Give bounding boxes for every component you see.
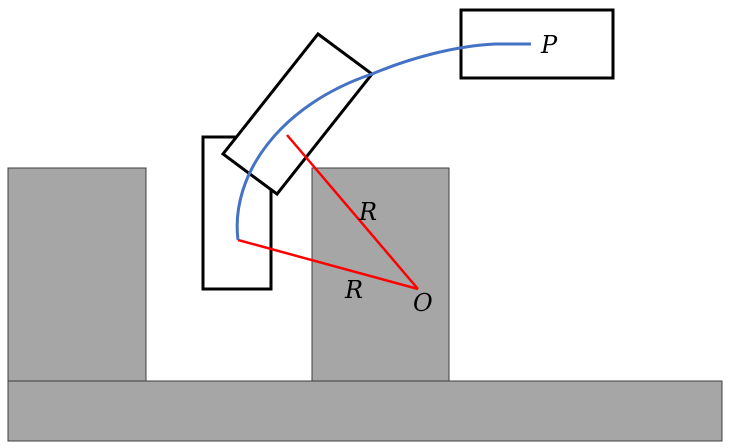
radius-upper-label: R xyxy=(358,198,377,226)
base-platform xyxy=(7,380,723,442)
motion-path xyxy=(235,42,531,241)
radius-lower-label: R xyxy=(344,276,363,304)
center-o-label: O xyxy=(413,289,433,317)
center-block xyxy=(311,167,450,383)
left-block xyxy=(7,167,147,383)
radius-line-upper xyxy=(286,134,419,290)
point-p-label: P xyxy=(540,31,558,59)
radius-line-lower xyxy=(237,238,419,291)
